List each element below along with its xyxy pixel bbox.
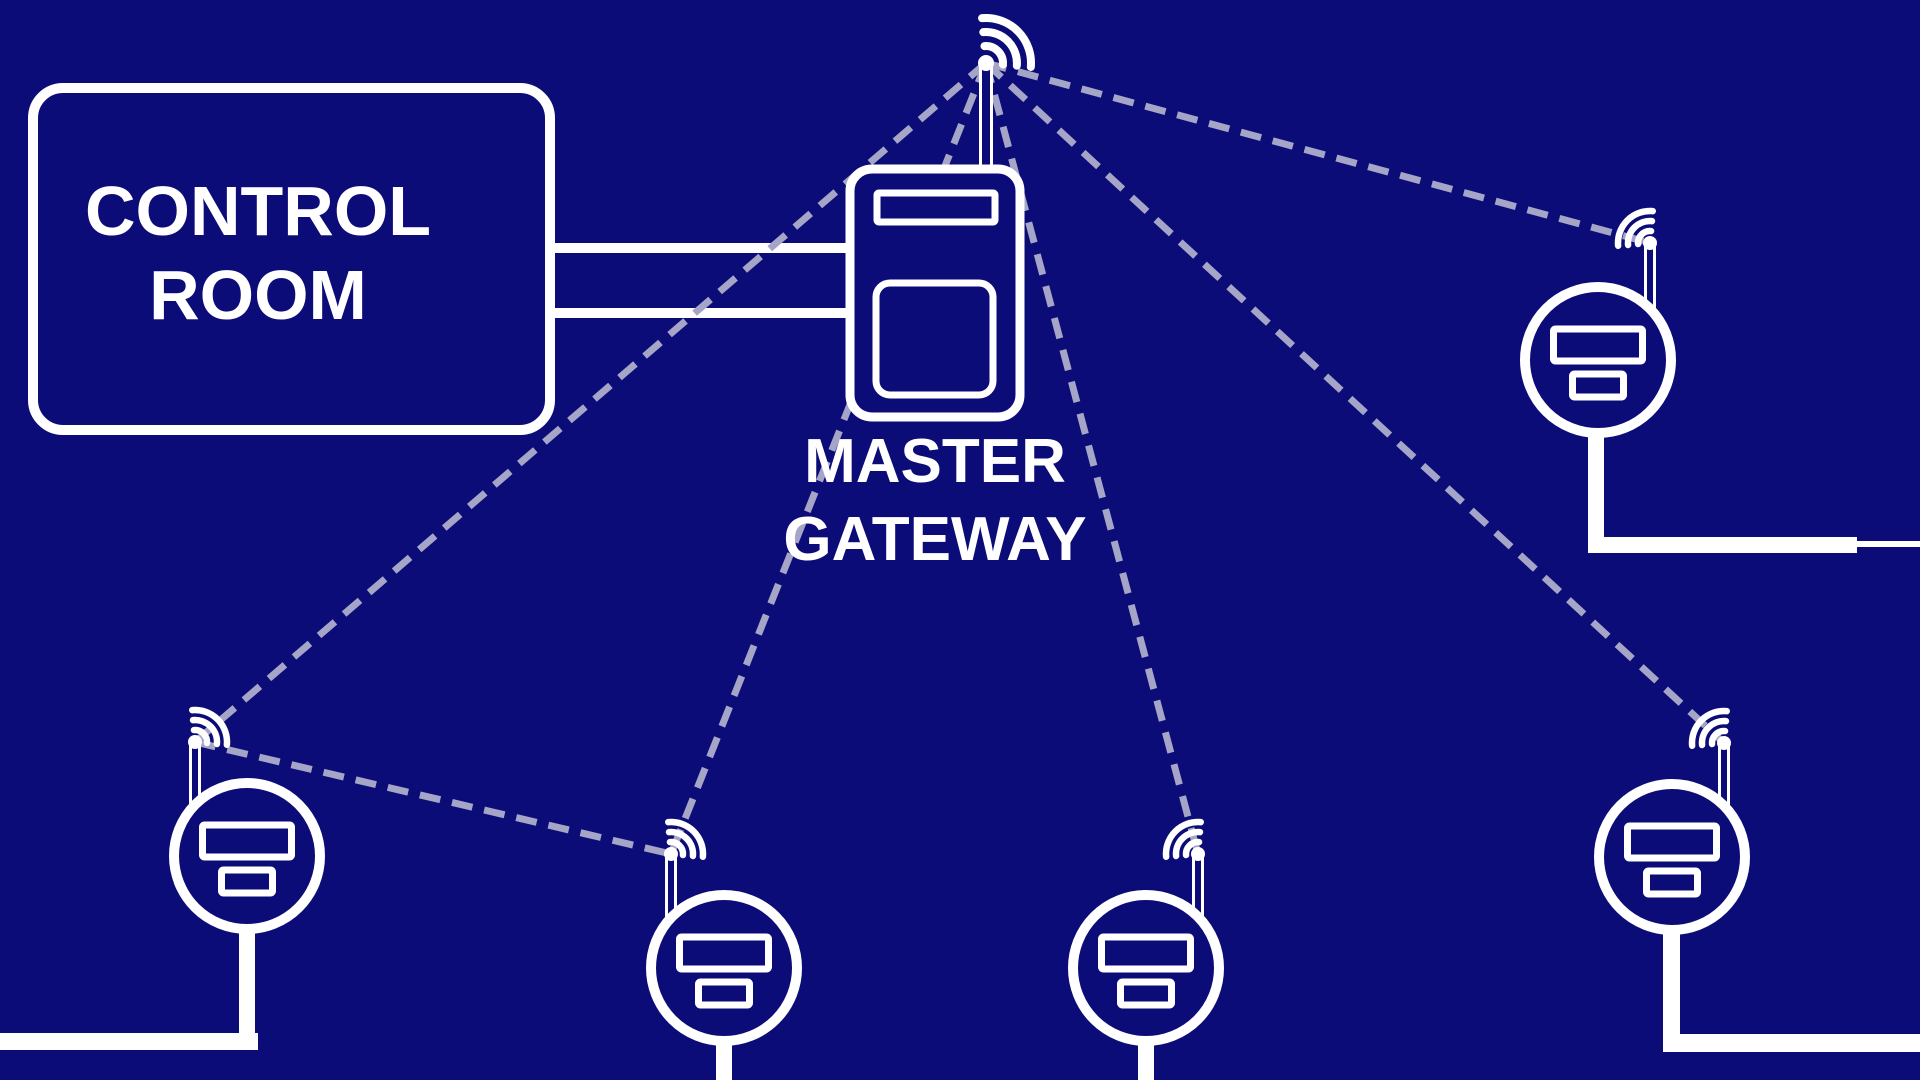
smart-meter-node-bottom-center-left xyxy=(646,890,802,1046)
smart-meter-node-bottom-center-right xyxy=(1068,890,1224,1046)
feed-thin-line-meter-top-right xyxy=(1857,541,1920,547)
antenna-tip-dot-gateway xyxy=(978,55,994,71)
feed-stem-meter-bottom-right xyxy=(1663,920,1680,1052)
gateway-label-line2: GATEWAY xyxy=(783,505,1086,574)
smart-meter-node-bottom-right xyxy=(1594,779,1750,935)
meter-display xyxy=(1624,822,1720,862)
control-room-node: CONTROL ROOM xyxy=(28,83,555,435)
gateway-label-line1: MASTER xyxy=(804,427,1066,496)
meter-register-window xyxy=(218,866,276,897)
wifi-signal-icon-meter-bottom-center-right xyxy=(1162,818,1205,861)
meter-display xyxy=(199,821,295,861)
wireless-link-meter-mesh xyxy=(194,738,672,858)
wired-link-bar-top xyxy=(550,243,852,253)
meter-display xyxy=(676,933,772,973)
meter-display xyxy=(1098,933,1194,973)
control-room-label-line2: ROOM xyxy=(149,256,367,334)
wireless-link-gateway-meter-bottom-right xyxy=(983,60,1727,746)
smart-meter-node-bottom-left xyxy=(169,778,325,934)
antenna-gateway xyxy=(979,61,993,175)
meter-register-window xyxy=(1569,370,1627,401)
meter-register-window xyxy=(1117,978,1175,1009)
wireless-link-gateway-meter-top-right xyxy=(985,59,1651,247)
antenna-tip-dot-meter-bottom-right xyxy=(1717,736,1731,750)
feed-stem-meter-top-right xyxy=(1588,425,1604,553)
feed-bar-meter-top-right xyxy=(1588,537,1857,553)
meter-display xyxy=(1550,325,1646,365)
feed-bar-meter-bottom-left xyxy=(0,1033,258,1050)
meter-register-window xyxy=(1643,867,1701,898)
control-room-label-line1: CONTROL xyxy=(85,172,431,250)
master-gateway-node: MASTER GATEWAY xyxy=(783,164,1087,574)
antenna-tips xyxy=(188,55,1731,861)
feed-bar-meter-bottom-right xyxy=(1663,1034,1920,1052)
meter-register-window xyxy=(695,978,753,1009)
wifi-signal-icon-meter-top-right xyxy=(1614,207,1657,250)
wifi-signal-icon-gateway xyxy=(978,14,1035,71)
wifi-signal-icon-meter-bottom-left xyxy=(188,706,231,749)
wifi-signal-icon-meter-bottom-center-left xyxy=(664,818,707,861)
wired-link-control-room-gateway xyxy=(550,243,852,318)
control-room-box xyxy=(28,83,555,435)
wifi-signal-icon-meter-bottom-right xyxy=(1688,707,1731,750)
gateway-display xyxy=(873,189,999,226)
antenna-tip-dot-meter-bottom-left xyxy=(188,735,202,749)
antenna-tip-dot-meter-bottom-center-left xyxy=(664,847,678,861)
feed-stem-meter-bottom-left xyxy=(239,920,255,1050)
gateway-keypad-panel xyxy=(872,279,997,399)
wired-link-bar-bottom xyxy=(550,308,852,318)
gateway-body xyxy=(845,164,1025,422)
smart-meter-node-top-right xyxy=(1520,282,1676,438)
antenna-tip-dot-meter-top-right xyxy=(1643,236,1657,250)
antenna-tip-dot-meter-bottom-center-right xyxy=(1191,847,1205,861)
